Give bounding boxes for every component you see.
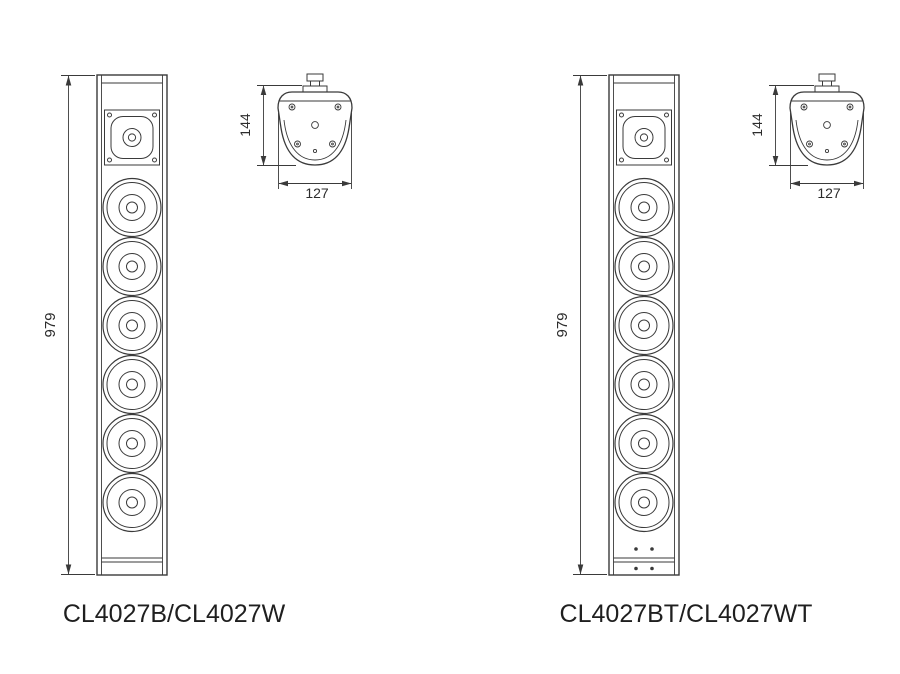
speaker-group-right: 979 144 127 CL4027BT/CL4027WT: [552, 60, 900, 674]
top-view-screws: [288, 103, 342, 154]
depth-dim-label: 144: [237, 113, 253, 137]
woofer: [102, 295, 162, 356]
woofer: [102, 354, 162, 415]
technical-drawing-left: 979 144 127: [42, 73, 353, 576]
depth-dimension: [257, 85, 302, 166]
woofer: [614, 413, 674, 474]
woofer: [102, 177, 162, 238]
woofer: [614, 472, 674, 533]
woofer: [102, 236, 162, 297]
width-dimension: [278, 113, 352, 189]
cabinet-front-view: [96, 74, 168, 576]
top-view-screws: [800, 103, 854, 154]
tweeter: [616, 109, 672, 166]
woofer: [102, 472, 162, 533]
top-view-inner-wall: [795, 119, 859, 161]
pole-mount-holes: [634, 547, 654, 571]
model-label: CL4027BT/CL4027WT: [559, 600, 813, 628]
top-view-outline: [277, 91, 353, 166]
technical-drawing-right: 979 144 127: [554, 73, 865, 576]
height-dimension: [573, 75, 607, 575]
height-dimension: [61, 75, 95, 575]
woofer: [614, 295, 674, 356]
woofer: [614, 177, 674, 238]
depth-dimension: [769, 85, 814, 166]
cabinet-front-view: [608, 74, 680, 576]
top-view: [769, 73, 865, 189]
mount-bracket: [814, 73, 840, 93]
depth-dim-label: 144: [749, 113, 765, 137]
woofer-array: [102, 177, 162, 533]
mount-bracket: [302, 73, 328, 93]
woofer: [614, 354, 674, 415]
top-view: [257, 73, 353, 189]
top-view-outline: [789, 91, 865, 166]
woofer: [614, 236, 674, 297]
woofer: [102, 413, 162, 474]
width-dim-label: 127: [817, 185, 841, 201]
woofer-array: [614, 177, 674, 533]
height-dim-label: 979: [42, 312, 59, 337]
width-dimension: [790, 113, 864, 189]
speaker-group-left: 979 144 127 CL4027B/CL4027W: [40, 60, 470, 674]
top-view-inner-wall: [283, 119, 347, 161]
height-dim-label: 979: [554, 312, 571, 337]
model-label: CL4027B/CL4027W: [62, 600, 286, 628]
tweeter: [104, 109, 160, 166]
width-dim-label: 127: [305, 185, 329, 201]
